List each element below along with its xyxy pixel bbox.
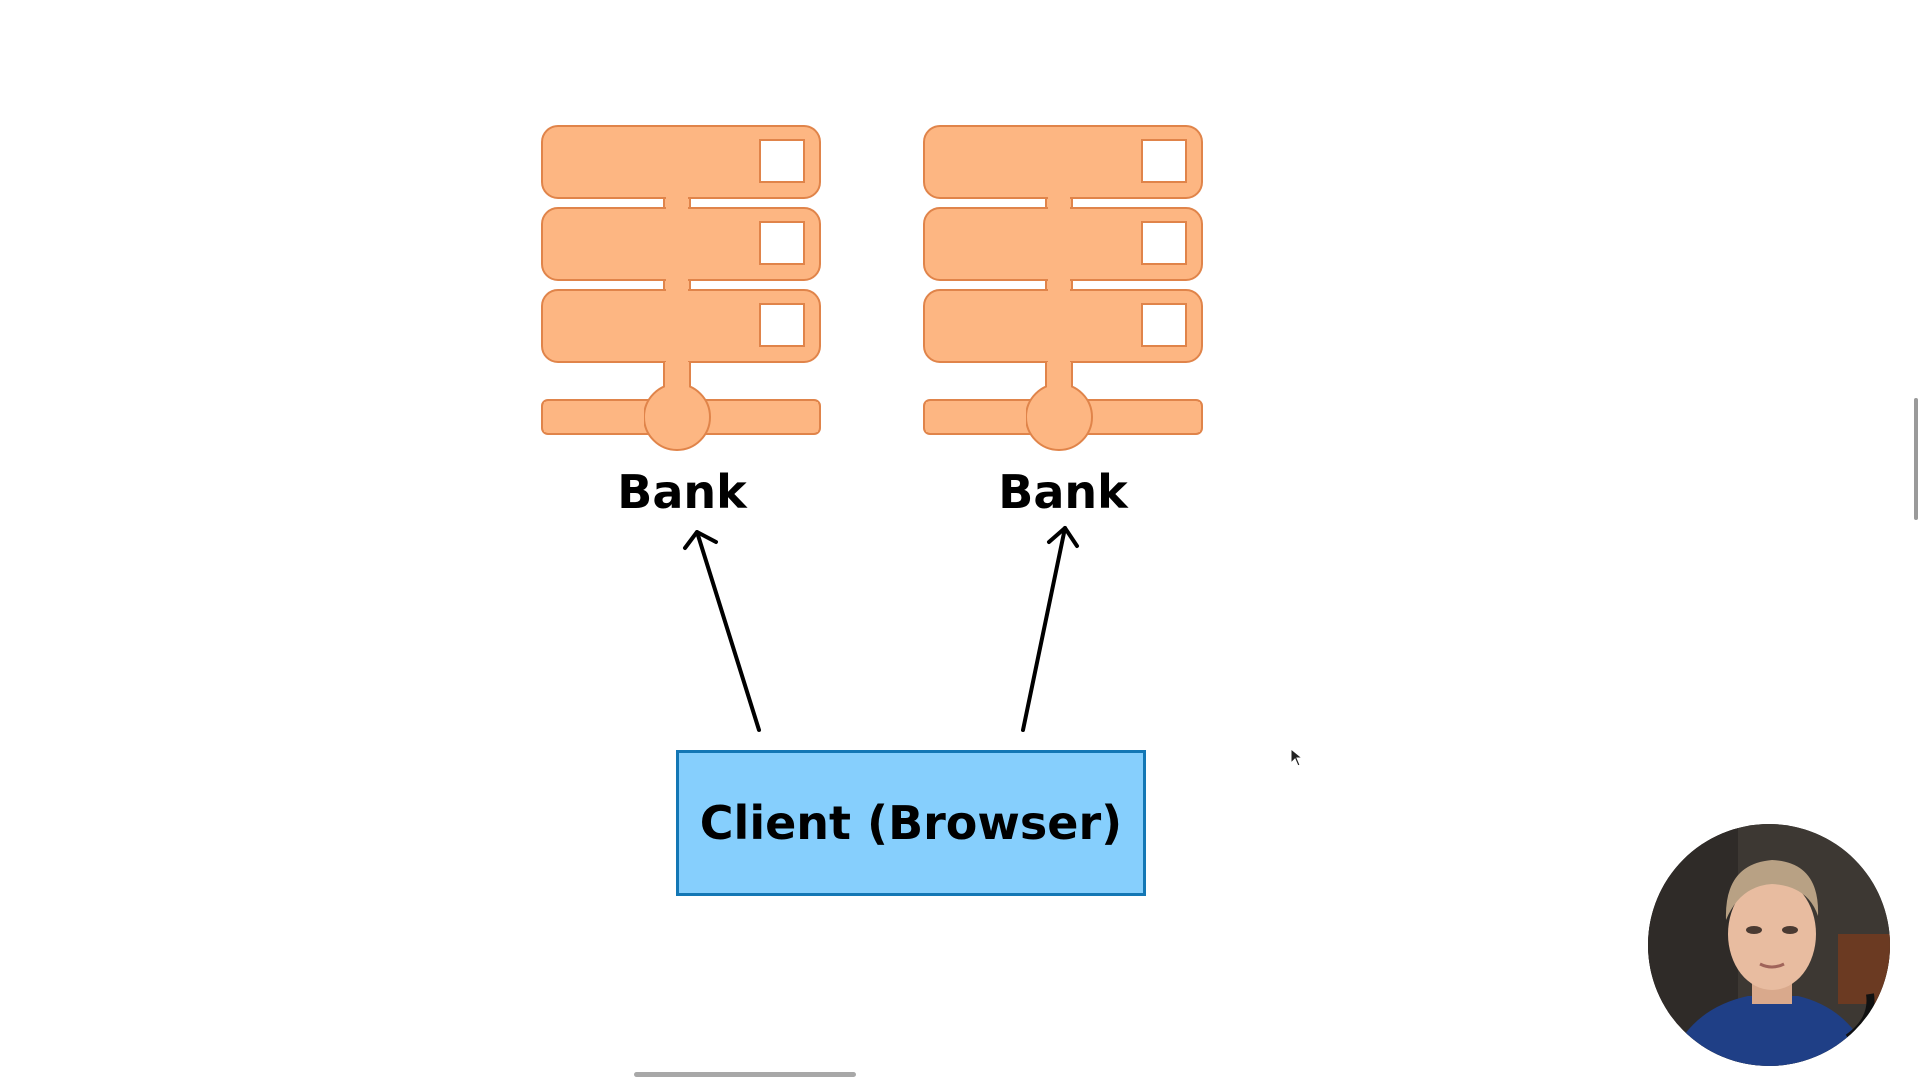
- bank-label-left: Bank: [617, 465, 747, 519]
- client-browser-box: Client (Browser): [676, 750, 1146, 896]
- bank-label-right: Bank: [998, 465, 1128, 519]
- horizontal-scrollbar[interactable]: [634, 1072, 856, 1077]
- bank-server-icon-left: [541, 125, 821, 451]
- bank-server-icon-right: [923, 125, 1203, 451]
- arrow-client-to-bank-left: [683, 530, 761, 732]
- client-browser-label: Client (Browser): [699, 796, 1123, 850]
- arrow-client-to-bank-right: [1021, 526, 1079, 732]
- vertical-scrollbar[interactable]: [1914, 398, 1918, 520]
- mouse-cursor-icon: [1290, 747, 1304, 772]
- presenter-webcam-avatar: [1648, 824, 1890, 1066]
